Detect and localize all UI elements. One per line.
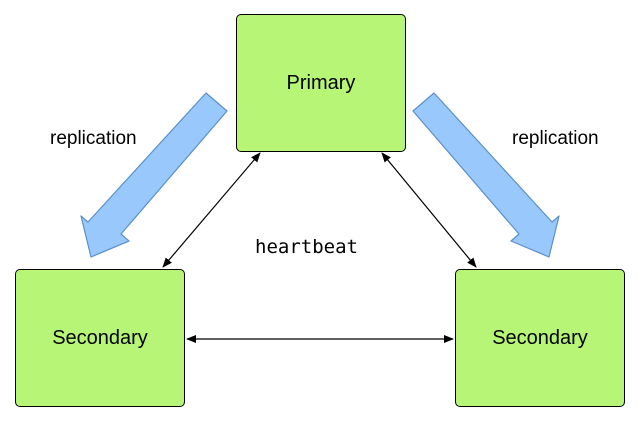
heartbeat-line-primary-right	[381, 152, 477, 268]
secondary-node-right: Secondary	[455, 269, 625, 407]
heartbeat-label: heartbeat	[255, 236, 358, 258]
replication-arrow-right	[412, 92, 560, 258]
primary-node-label: Primary	[286, 71, 356, 94]
secondary-node-right-label: Secondary	[492, 326, 588, 349]
replication-label-right: replication	[512, 128, 599, 149]
heartbeat-line-primary-left	[162, 152, 261, 268]
replication-arrow-left	[80, 92, 228, 258]
replication-label-left: replication	[50, 128, 137, 149]
primary-node: Primary	[236, 14, 406, 152]
secondary-node-left-label: Secondary	[52, 326, 148, 349]
secondary-node-left: Secondary	[15, 269, 185, 407]
